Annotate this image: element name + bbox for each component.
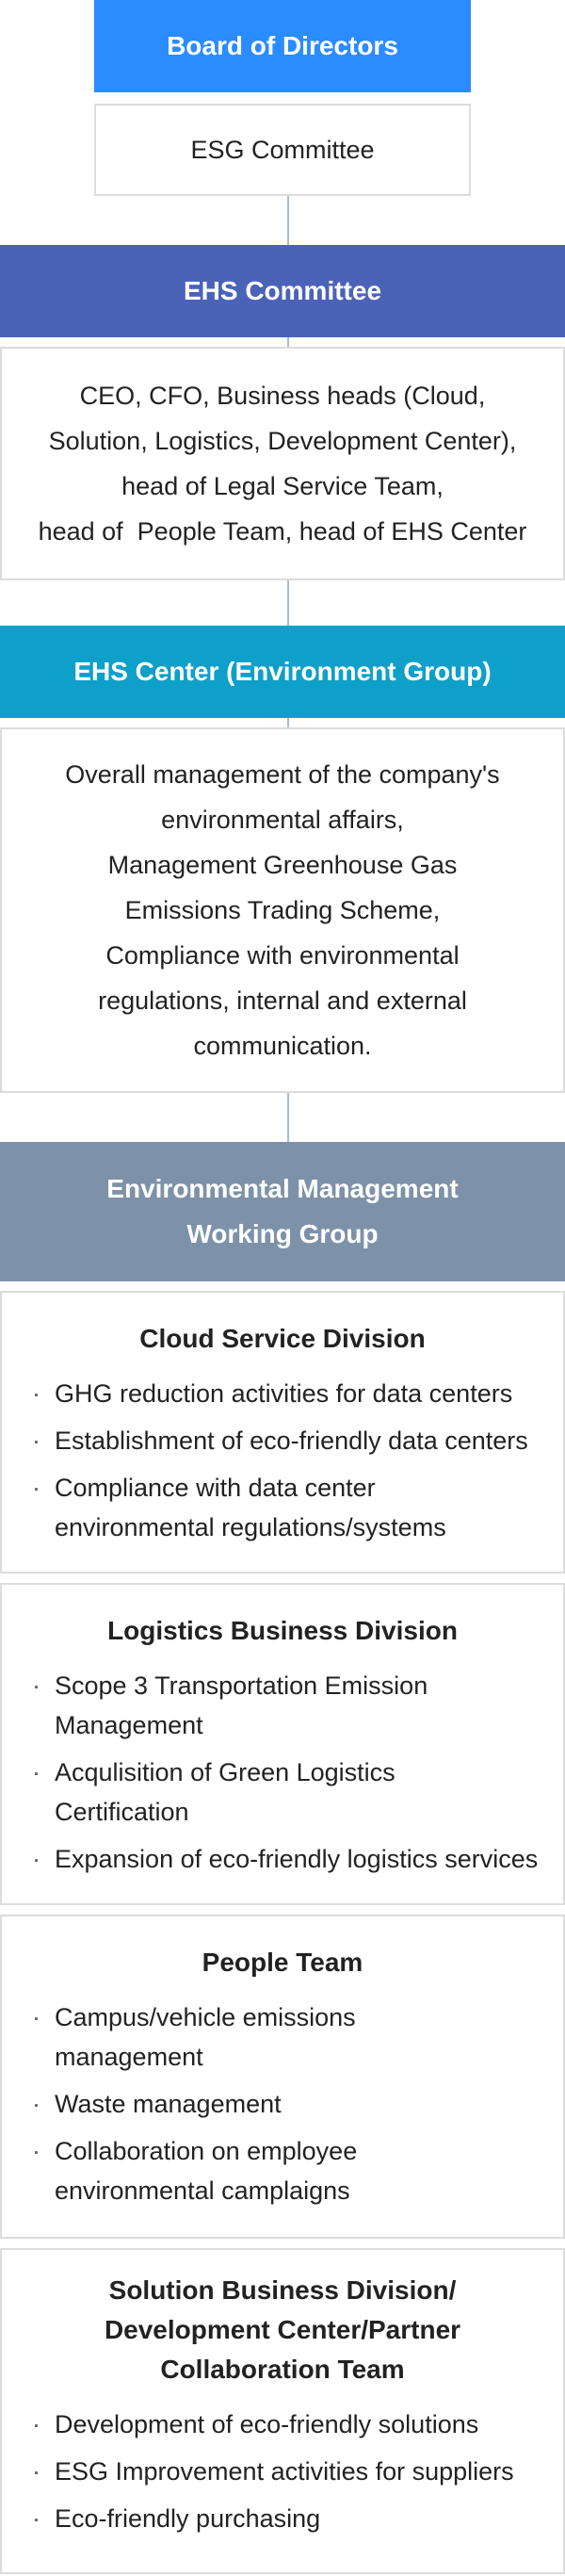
ehs-center-header: EHS Center (Environment Group) [0,626,565,718]
ehs-committee-member-line: Solution, Logistics, Development Center)… [48,427,517,455]
list-item-text: Collaboration on employee [55,2137,358,2165]
list-item-text: ESG Improvement activities for suppliers [55,2457,514,2486]
division-item-list: Campus/vehicle emissions management Wast… [2,1997,563,2210]
division-title: Logistics Business Division [2,1611,563,1651]
ehs-committee-member-line: CEO, CFO, Business heads (Cloud, [79,382,486,410]
list-item: Scope 3 Transportation Emission Manageme… [2,1666,563,1745]
board-of-directors-label: Board of Directors [167,31,398,60]
list-item: Development of eco-friendly solutions [2,2405,563,2444]
division-people-team: People Team Campus/vehicle emissions man… [0,1915,565,2239]
list-item: Waste management [2,2084,563,2124]
division-title: Solution Business Division/ Development … [2,2271,563,2389]
list-item-text: Certification [55,1798,189,1826]
division-title-line: Logistics Business Division [107,1616,458,1645]
division-title-line: Solution Business Division/ [108,2275,457,2305]
list-item-text: Campus/vehicle emissions [55,2003,356,2031]
esg-committee-box: ESG Committee [94,104,471,196]
division-title: Cloud Service Division [2,1319,563,1359]
list-item: Eco-friendly purchasing [2,2499,563,2538]
list-item: Compliance with data center environmenta… [2,1468,563,1547]
list-item-text: Waste management [55,2090,282,2118]
ehs-committee-label: EHS Committee [183,276,382,305]
ehs-committee-members-box: CEO, CFO, Business heads (Cloud, Solutio… [0,347,565,580]
working-group-label-line: Environmental Management [106,1174,459,1203]
list-item-text: Development of eco-friendly solutions [55,2410,479,2438]
list-item: GHG reduction activities for data center… [2,1374,563,1413]
list-item: ESG Improvement activities for suppliers [2,2452,563,2491]
division-item-list: GHG reduction activities for data center… [2,1374,563,1547]
division-cloud-service: Cloud Service Division GHG reduction act… [0,1291,565,1573]
connector-line [287,718,289,727]
ehs-center-duty-line: communication. [193,1032,372,1060]
division-title-line: Development Center/Partner [104,2315,461,2344]
list-item: Acqulisition of Green Logistics Certific… [2,1753,563,1832]
esg-committee-label: ESG Committee [190,136,375,164]
list-item: Campus/vehicle emissions management [2,1997,563,2077]
list-item-text: Eco-friendly purchasing [55,2504,321,2533]
list-item-text: Compliance with data center [55,1474,376,1502]
working-group-label-line: Working Group [186,1219,379,1248]
ehs-committee-member-line: head of Legal Service Team, [121,472,444,500]
list-item-text: environmental camplaigns [55,2177,350,2205]
list-item-text: management [55,2043,203,2071]
list-item-text: Expansion of eco-friendly logistics serv… [55,1845,539,1873]
list-item-text: Establishment of eco-friendly data cente… [55,1427,528,1455]
division-title: People Team [2,1943,563,1982]
ehs-center-duty-line: Emissions Trading Scheme, [124,896,441,924]
division-title-line: Cloud Service Division [139,1324,426,1353]
ehs-center-duty-line: environmental affairs, [161,806,404,834]
ehs-center-duty-line: Compliance with environmental [105,941,460,970]
ehs-center-duty-line: regulations, internal and external [98,986,467,1015]
ehs-committee-member-line: head of People Team, head of EHS Center [38,517,527,546]
ehs-center-label: EHS Center (Environment Group) [73,657,492,686]
ehs-center-duty-line: Management Greenhouse Gas [107,851,458,879]
connector-line [287,196,289,245]
division-title-line: People Team [202,1948,363,1977]
ehs-committee-header: EHS Committee [0,245,565,337]
division-item-list: Development of eco-friendly solutions ES… [2,2405,563,2538]
working-group-header: Environmental Management Working Group [0,1142,565,1281]
division-solution-business: Solution Business Division/ Development … [0,2248,565,2574]
ehs-center-duty-line: Overall management of the company's [65,760,500,789]
board-of-directors-header: Board of Directors [94,0,471,92]
division-item-list: Scope 3 Transportation Emission Manageme… [2,1666,563,1879]
list-item-text: Scope 3 Transportation Emission [55,1671,428,1700]
connector-line [287,1093,289,1142]
list-item-text: GHG reduction activities for data center… [55,1379,513,1408]
division-logistics-business: Logistics Business Division Scope 3 Tran… [0,1583,565,1905]
list-item: Expansion of eco-friendly logistics serv… [2,1839,563,1879]
list-item-text: Acqulisition of Green Logistics [55,1758,396,1786]
list-item: Collaboration on employee environmental … [2,2131,563,2210]
list-item-text: environmental regulations/systems [55,1513,446,1541]
ehs-center-duties-box: Overall management of the company's envi… [0,727,565,1093]
division-title-line: Collaboration Team [160,2355,405,2384]
list-item-text: Management [55,1711,203,1739]
connector-line [287,580,289,626]
list-item: Establishment of eco-friendly data cente… [2,1421,563,1460]
connector-line [287,337,289,347]
